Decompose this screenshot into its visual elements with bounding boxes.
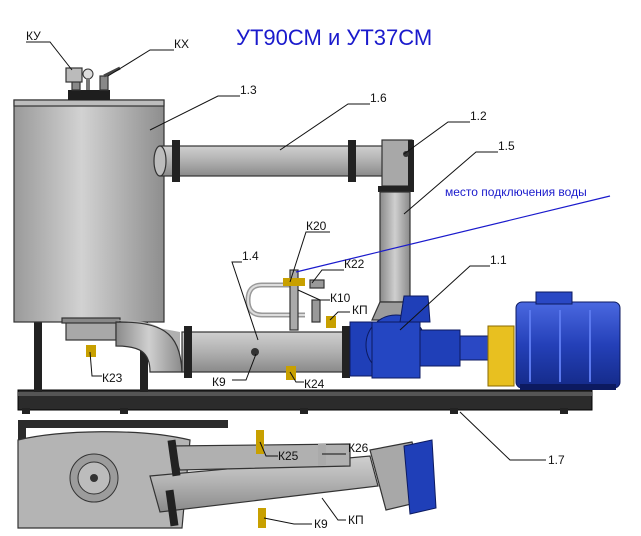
label-k10: К10 bbox=[330, 291, 351, 305]
motor bbox=[515, 291, 621, 390]
label-k26: К26 bbox=[348, 441, 369, 455]
label-k20: К20 bbox=[306, 219, 327, 233]
tank-leg-left bbox=[34, 320, 42, 392]
label-k25: К25 bbox=[278, 449, 299, 463]
label-1-3: 1.3 bbox=[240, 83, 257, 97]
coupling bbox=[487, 325, 515, 387]
water-connection-note: место подключения воды bbox=[445, 185, 587, 199]
pipe-vertical bbox=[379, 191, 411, 303]
pump bbox=[349, 295, 489, 379]
tank bbox=[13, 99, 165, 341]
pipe-elbow-top bbox=[378, 139, 414, 192]
label-k9-top: К9 bbox=[212, 375, 226, 389]
tank-lid-valves bbox=[65, 66, 121, 100]
pipe-lower bbox=[115, 319, 353, 378]
label-k23: К23 bbox=[102, 371, 123, 385]
tank-leg-right bbox=[140, 320, 148, 392]
label-k9-bottom: К9 bbox=[314, 517, 328, 531]
label-kp-top: КП bbox=[352, 303, 368, 317]
base-frame bbox=[17, 389, 593, 414]
label-1-2: 1.2 bbox=[470, 109, 487, 123]
label-1-1: 1.1 bbox=[490, 253, 507, 267]
label-ku: КУ bbox=[26, 29, 41, 43]
pipe-upper bbox=[153, 140, 391, 182]
label-kp-bottom: КП bbox=[348, 513, 364, 527]
label-kx: КХ bbox=[174, 37, 189, 51]
leader-lines bbox=[26, 41, 611, 525]
label-k22: К22 bbox=[344, 257, 365, 271]
label-1-6: 1.6 bbox=[370, 91, 387, 105]
label-k24: К24 bbox=[304, 377, 325, 391]
label-1-5: 1.5 bbox=[498, 139, 515, 153]
diagram-title: УТ90СМ и УТ37СМ bbox=[236, 25, 432, 50]
label-1-7: 1.7 bbox=[548, 453, 565, 467]
label-1-4: 1.4 bbox=[242, 249, 259, 263]
plan-view bbox=[17, 420, 437, 529]
